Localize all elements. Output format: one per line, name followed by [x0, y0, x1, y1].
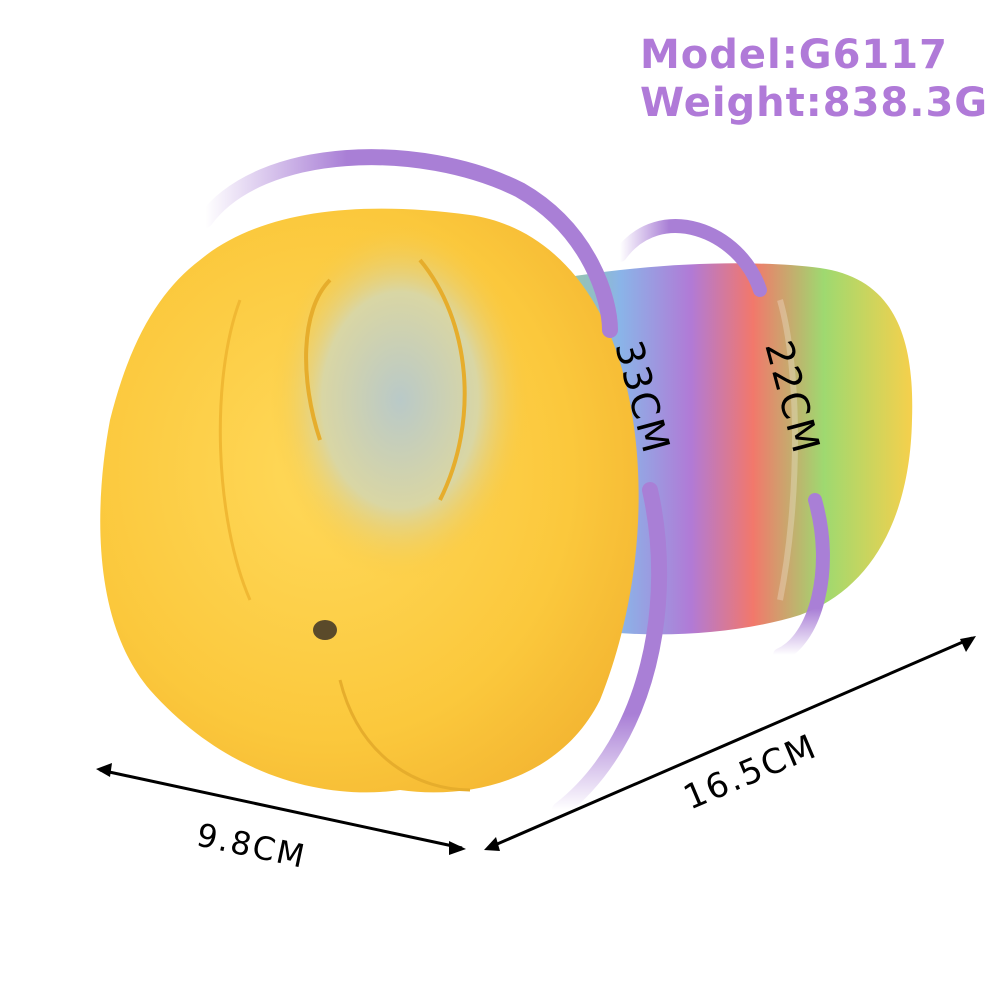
circumference-large-arrow — [197, 149, 668, 818]
width-arrow — [96, 763, 466, 855]
weight-label: Weight:838.3G — [640, 80, 989, 126]
length-arrow — [484, 636, 976, 851]
product-front-body — [100, 208, 639, 793]
model-label: Model:G6117 — [640, 32, 948, 78]
length-label: 16.5CM — [678, 726, 823, 818]
circumference-small-arrow — [613, 219, 830, 662]
width-label: 9.8CM — [193, 816, 309, 876]
